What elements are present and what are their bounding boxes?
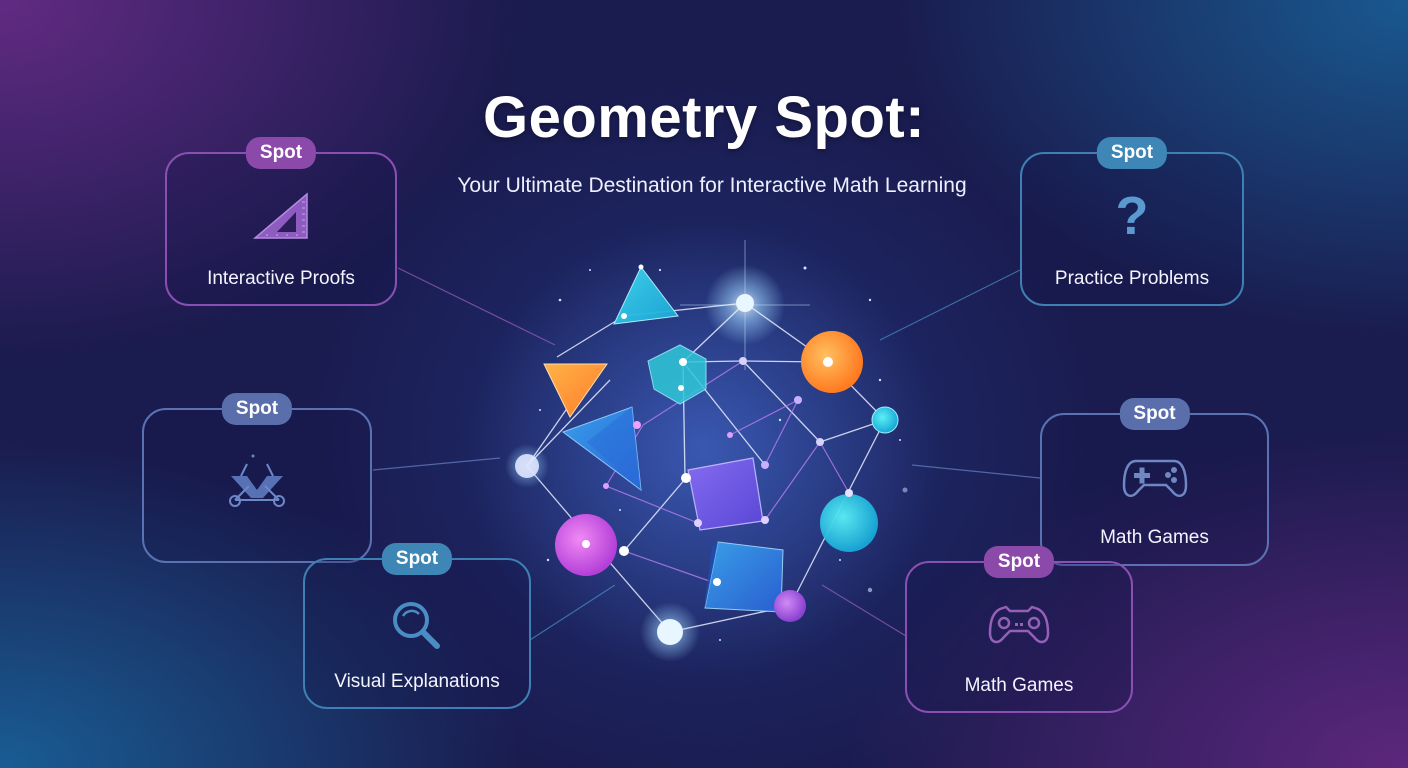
spot-badge: Spot bbox=[1096, 137, 1168, 169]
page-subtitle: Your Ultimate Destination for Interactiv… bbox=[457, 174, 967, 197]
cyan-sphere bbox=[820, 494, 878, 552]
card-label: Visual Explanations bbox=[334, 671, 500, 692]
cyan-triangle bbox=[613, 266, 679, 325]
card-label: Practice Problems bbox=[1054, 268, 1210, 289]
purple-sphere bbox=[774, 590, 806, 622]
question-mark-icon: ? bbox=[1115, 186, 1149, 246]
spot-badge: Spot bbox=[245, 137, 317, 169]
card-label: Math Games bbox=[964, 675, 1074, 696]
card-practice-problems[interactable]: Spot ? Practice Problems bbox=[1020, 137, 1244, 306]
magnifier-icon bbox=[393, 602, 440, 649]
set-square-icon bbox=[252, 192, 308, 239]
violet-cube bbox=[687, 457, 764, 531]
spot-badge: Spot bbox=[221, 393, 293, 425]
cyan-sphere-small bbox=[871, 406, 899, 434]
gamepad-icon bbox=[1122, 459, 1187, 498]
spot-badge: Spot bbox=[381, 543, 453, 575]
orange-triangle bbox=[543, 363, 608, 418]
teal-hexagon bbox=[647, 344, 707, 405]
spot-badge: Spot bbox=[983, 546, 1055, 578]
card-math-games[interactable]: Spot Math Games bbox=[1040, 398, 1269, 566]
card-label: Math Games bbox=[1100, 527, 1209, 548]
card-interactive-proofs[interactable]: Spot Interactive Proofs bbox=[165, 137, 397, 306]
blue-pyramid-side bbox=[587, 407, 641, 490]
spot-badge: Spot bbox=[1119, 398, 1190, 430]
gamepad-outline-icon bbox=[988, 605, 1050, 644]
card-compass-tools[interactable]: Spot bbox=[142, 393, 372, 563]
compass-tools-icon bbox=[229, 454, 285, 507]
blue-cube bbox=[704, 541, 784, 613]
page-title: Geometry Spot: bbox=[482, 85, 926, 150]
card-math-games-2[interactable]: Spot Math Games bbox=[905, 546, 1133, 713]
card-visual-explanations[interactable]: Spot Visual Explanations bbox=[303, 543, 531, 709]
card-label: Interactive Proofs bbox=[207, 268, 355, 289]
